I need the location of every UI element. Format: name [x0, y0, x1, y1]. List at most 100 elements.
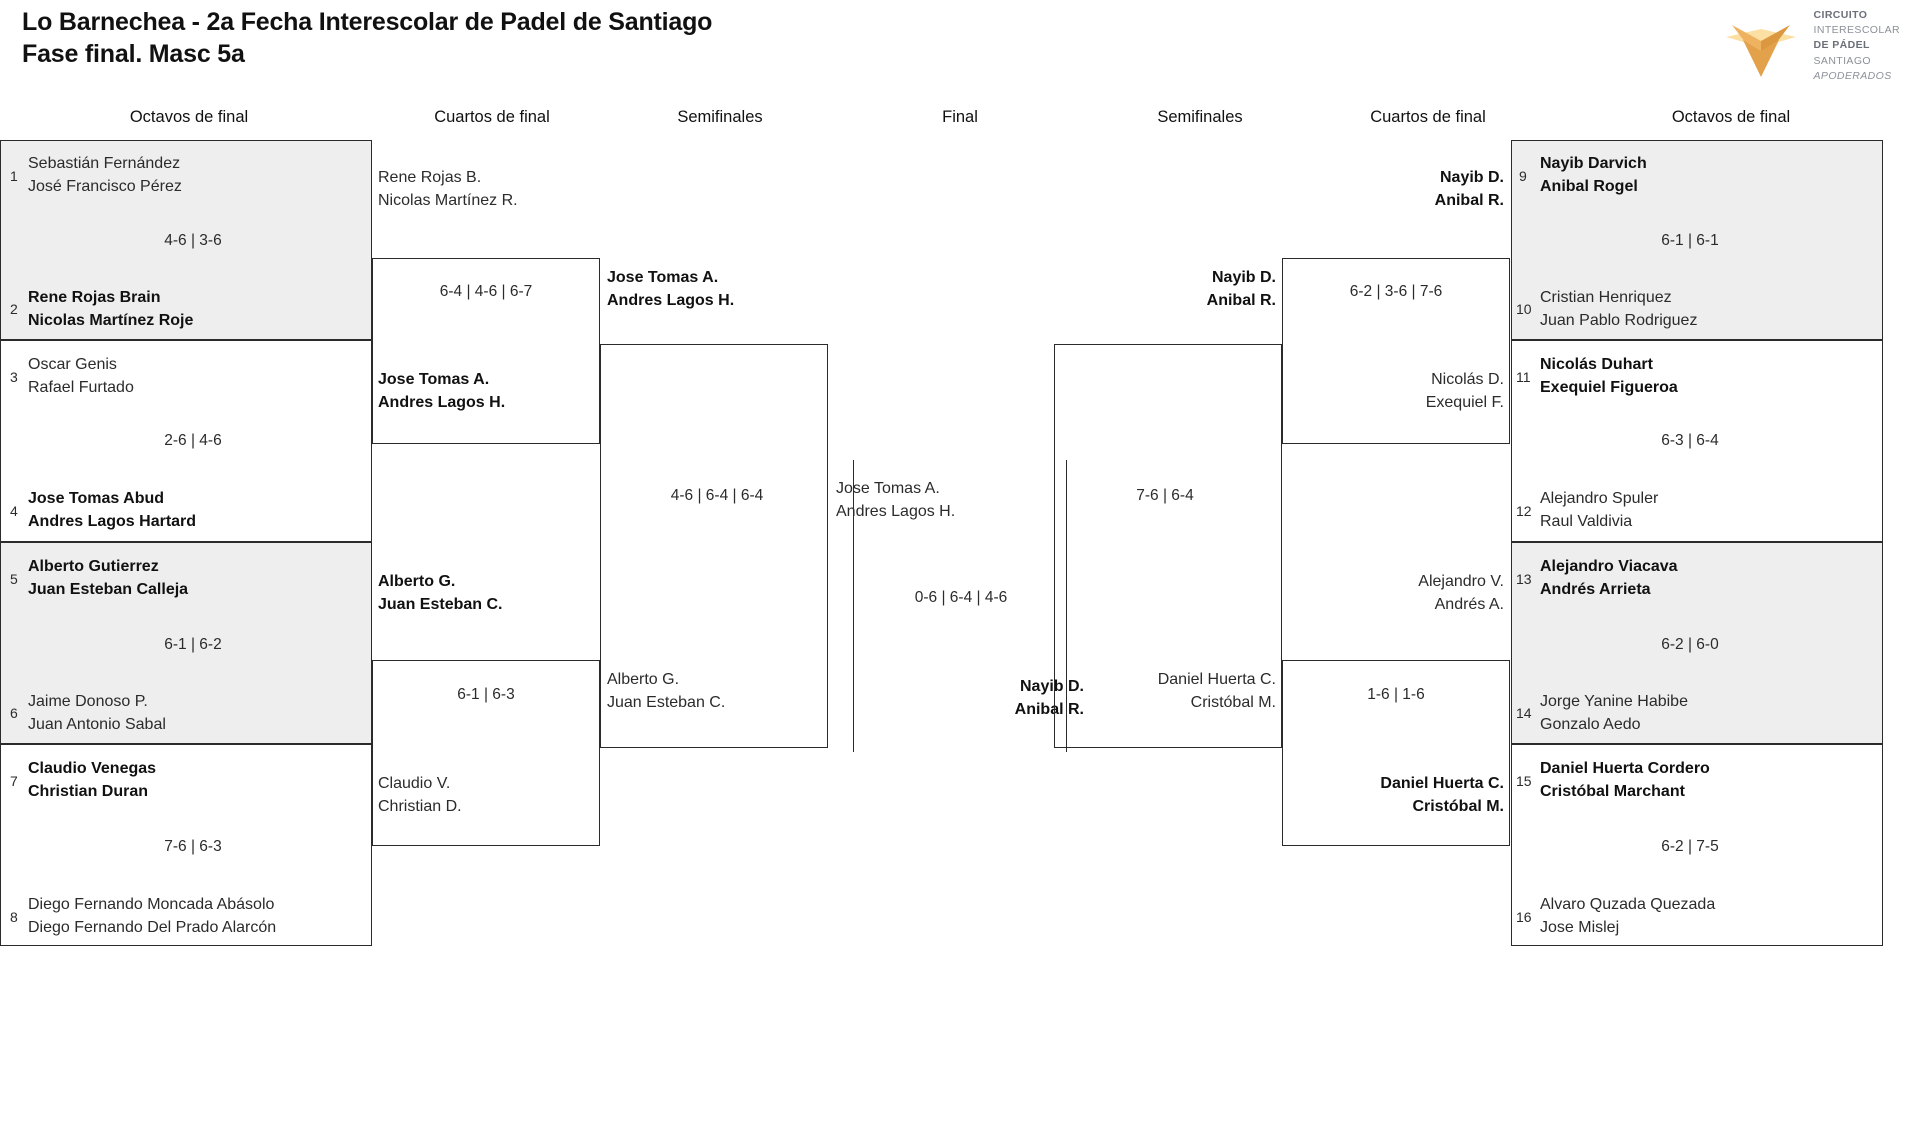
match-score: 4-6 | 6-4 | 6-4	[670, 487, 764, 504]
match-score: 6-4 | 4-6 | 6-7	[439, 283, 533, 300]
match-score: 6-1 | 6-3	[457, 686, 515, 703]
seed-number: 13	[1516, 571, 1532, 587]
match-box-left-r16-1[interactable]	[0, 140, 372, 340]
team-name-line-1: Cristian Henriquez	[1540, 289, 1672, 306]
title-line-2: Fase final. Masc 5a	[22, 40, 245, 68]
logo-line-5: APODERADOS	[1813, 69, 1892, 82]
seed-number: 15	[1516, 773, 1532, 789]
match-score: 6-3 | 6-4	[1661, 432, 1719, 449]
seed-number: 14	[1516, 705, 1532, 721]
final-left-team-line-1: Jose Tomas A.	[836, 480, 940, 497]
team-name-line-1: Nicolás D.	[1431, 371, 1504, 388]
seed-number: 5	[10, 571, 18, 587]
final-left-team-line-2: Andres Lagos H.	[836, 503, 956, 520]
team-name-line-2: Andres Lagos H.	[378, 394, 506, 411]
title-line-1: Lo Barnechea - 2a Fecha Interescolar de …	[22, 8, 713, 36]
seed-number: 3	[10, 369, 18, 385]
match-score: 6-1 | 6-2	[164, 636, 222, 653]
team-name-line-1: Alberto G.	[607, 671, 680, 688]
team-name-line-1: Nayib D.	[1211, 269, 1276, 286]
team-name-line-2: Christian Duran	[28, 783, 149, 800]
round-heading-left-r16: Octavos de final	[129, 108, 249, 126]
team-name-line-2: Cristóbal M.	[1190, 694, 1276, 711]
logo-line-1: CIRCUITO	[1813, 9, 1868, 21]
seed-number: 7	[10, 773, 18, 789]
round-heading-left-sf: Semifinales	[677, 108, 763, 126]
team-name-line-1: Claudio Venegas	[28, 760, 157, 777]
team-name-line-1: Alvaro Quzada Quezada	[1540, 896, 1716, 913]
match-score: 6-2 | 3-6 | 7-6	[1349, 283, 1443, 300]
team-name-line-2: Anibal R.	[1434, 192, 1504, 209]
team-name-line-1: Daniel Huerta C.	[1380, 775, 1504, 792]
match-box-right-r16-4[interactable]	[1511, 744, 1883, 946]
connector-right-qf-2	[1282, 660, 1510, 846]
team-name-line-2: Cristóbal Marchant	[1540, 783, 1685, 800]
team-name-line-1: Alberto Gutierrez	[28, 558, 159, 575]
team-name-line-1: Daniel Huerta Cordero	[1540, 760, 1710, 777]
match-score: 7-6 | 6-4	[1136, 487, 1194, 504]
match-box-left-r16-2[interactable]	[0, 340, 372, 542]
connector-final-right	[1066, 460, 1067, 752]
seed-number: 9	[1519, 168, 1527, 184]
team-name-line-1: Diego Fernando Moncada Abásolo	[28, 896, 275, 913]
match-box-left-r16-3[interactable]	[0, 542, 372, 744]
team-name-line-2: Juan Esteban C.	[607, 694, 726, 711]
team-name-line-1: Sebastián Fernández	[28, 155, 181, 172]
tournament-logo: CIRCUITO INTERESCOLAR DE PÁDEL SANTIAGO …	[1718, 8, 1900, 84]
team-name-line-1: Jose Tomas Abud	[28, 490, 165, 507]
round-heading-right-sf: Semifinales	[1157, 108, 1243, 126]
seed-number: 2	[10, 301, 18, 317]
team-name-line-2: Exequiel F.	[1425, 394, 1504, 411]
team-name-line-1: Rene Rojas B.	[378, 169, 482, 186]
team-name-line-2: Jose Mislej	[1540, 919, 1620, 936]
match-box-right-r16-2[interactable]	[1511, 340, 1883, 542]
team-name-line-2: Anibal Rogel	[1540, 178, 1638, 195]
connector-left-qf-2	[372, 660, 600, 846]
match-score: 6-2 | 6-0	[1661, 636, 1719, 653]
team-name-line-2: José Francisco Pérez	[28, 178, 182, 195]
match-score: 6-2 | 7-5	[1661, 838, 1719, 855]
connector-final-left	[853, 460, 854, 752]
team-name-line-2: Raul Valdivia	[1540, 513, 1633, 530]
connector-right-qf-1	[1282, 258, 1510, 444]
team-name-line-2: Juan Antonio Sabal	[28, 716, 166, 733]
seed-number: 16	[1516, 909, 1532, 925]
team-name-line-2: Gonzalo Aedo	[1540, 716, 1641, 733]
team-name-line-1: Nicolás Duhart	[1540, 356, 1653, 373]
team-name-line-1: Oscar Genis	[28, 356, 117, 373]
team-name-line-2: Juan Esteban Calleja	[28, 581, 189, 598]
team-name-line-1: Claudio V.	[378, 775, 451, 792]
team-name-line-2: Andres Lagos H.	[607, 292, 735, 309]
team-name-line-2: Anibal R.	[1206, 292, 1276, 309]
team-name-line-1: Alberto G.	[378, 573, 456, 590]
team-name-line-1: Jose Tomas A.	[607, 269, 719, 286]
team-name-line-1: Jorge Yanine Habibe	[1540, 693, 1688, 710]
team-name-line-2: Cristóbal M.	[1412, 798, 1504, 815]
page-title: Lo Barnechea - 2a Fecha Interescolar de …	[22, 6, 712, 70]
team-name-line-2: Rafael Furtado	[28, 379, 134, 396]
team-name-line-2: Diego Fernando Del Prado Alarcón	[28, 919, 277, 936]
team-name-line-2: Andres Lagos Hartard	[28, 513, 197, 530]
seed-number: 6	[10, 705, 18, 721]
team-name-line-2: Andrés Arrieta	[1540, 581, 1651, 598]
seed-number: 8	[10, 909, 18, 925]
team-name-line-2: Andrés A.	[1434, 596, 1504, 613]
match-box-right-r16-3[interactable]	[1511, 542, 1883, 744]
logo-wordmark: CIRCUITO INTERESCOLAR DE PÁDEL SANTIAGO …	[1814, 8, 1900, 84]
circuito-logo-icon	[1718, 11, 1804, 81]
match-box-right-r16-1[interactable]	[1511, 140, 1883, 340]
team-name-line-1: Daniel Huerta C.	[1157, 671, 1276, 688]
round-heading-right-r16: Octavos de final	[1671, 108, 1791, 126]
connector-left-qf-1	[372, 258, 600, 444]
match-score: 1-6 | 1-6	[1367, 686, 1425, 703]
match-score: 2-6 | 4-6	[164, 432, 222, 449]
seed-number: 4	[10, 503, 18, 519]
match-box-left-r16-4[interactable]	[0, 744, 372, 946]
match-score: 6-1 | 6-1	[1661, 232, 1719, 249]
seed-number: 11	[1516, 369, 1531, 385]
seed-number: 12	[1516, 503, 1532, 519]
final-score: 0-6 | 6-4 | 4-6	[914, 589, 1008, 606]
connector-left-sf	[600, 344, 828, 748]
team-name-line-1: Jaime Donoso P.	[28, 693, 148, 710]
